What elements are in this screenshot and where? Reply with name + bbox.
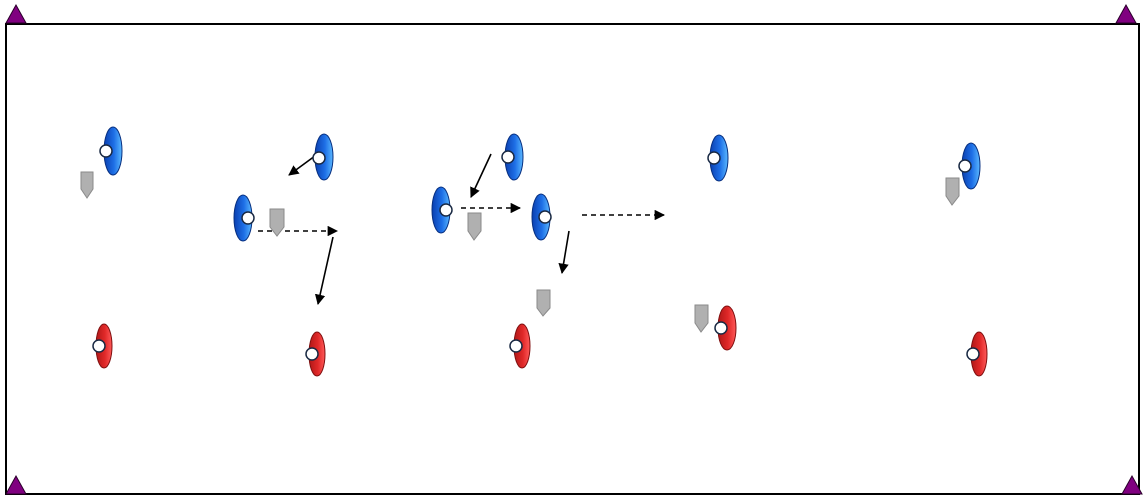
marker-cone-icon bbox=[536, 289, 551, 317]
ball-icon bbox=[707, 151, 721, 165]
corner-cones bbox=[5, 3, 1143, 495]
ball-icon bbox=[439, 203, 453, 217]
pass-arrows bbox=[258, 202, 666, 237]
attacker-4 bbox=[501, 133, 524, 181]
corner-cone-icon bbox=[1121, 474, 1143, 495]
ball-icon bbox=[312, 151, 326, 165]
defender-4 bbox=[714, 305, 737, 351]
ball-icon bbox=[958, 159, 972, 173]
ball-icon bbox=[509, 339, 523, 353]
ball-icon bbox=[92, 339, 106, 353]
ball-icon bbox=[538, 210, 552, 224]
defender-2 bbox=[305, 331, 326, 377]
run-arrow bbox=[314, 236, 334, 306]
attacker-5 bbox=[431, 186, 453, 234]
defender-1 bbox=[92, 323, 113, 369]
run-arrow bbox=[558, 230, 570, 275]
marker-cone-icon bbox=[467, 212, 482, 241]
run-arrows bbox=[288, 152, 570, 306]
field-boundary bbox=[5, 23, 1140, 495]
defender-5 bbox=[966, 331, 988, 377]
attacker-2 bbox=[312, 133, 334, 181]
ball-icon bbox=[305, 347, 319, 361]
defenders bbox=[92, 305, 988, 377]
marker-cone-icon bbox=[269, 208, 285, 237]
attacker-7 bbox=[707, 134, 729, 182]
attacker-6 bbox=[531, 193, 552, 241]
marker-cone-icon bbox=[945, 177, 960, 206]
attacker-8 bbox=[958, 142, 981, 190]
run-arrow bbox=[470, 153, 492, 198]
marker-cone-icon bbox=[694, 304, 709, 333]
marker-cones bbox=[80, 171, 960, 333]
ball-icon bbox=[99, 144, 113, 158]
attackers bbox=[99, 126, 981, 242]
ball-icon bbox=[966, 347, 980, 361]
corner-cone-icon bbox=[5, 474, 27, 495]
corner-cone-icon bbox=[5, 3, 27, 24]
corner-cone-icon bbox=[1115, 3, 1137, 24]
marker-cone-icon bbox=[80, 171, 94, 199]
attacker-1 bbox=[99, 126, 123, 176]
ball-icon bbox=[714, 321, 728, 335]
defender-3 bbox=[509, 323, 531, 369]
ball-icon bbox=[501, 150, 515, 164]
attacker-3 bbox=[233, 194, 255, 242]
ball-icon bbox=[241, 211, 255, 225]
